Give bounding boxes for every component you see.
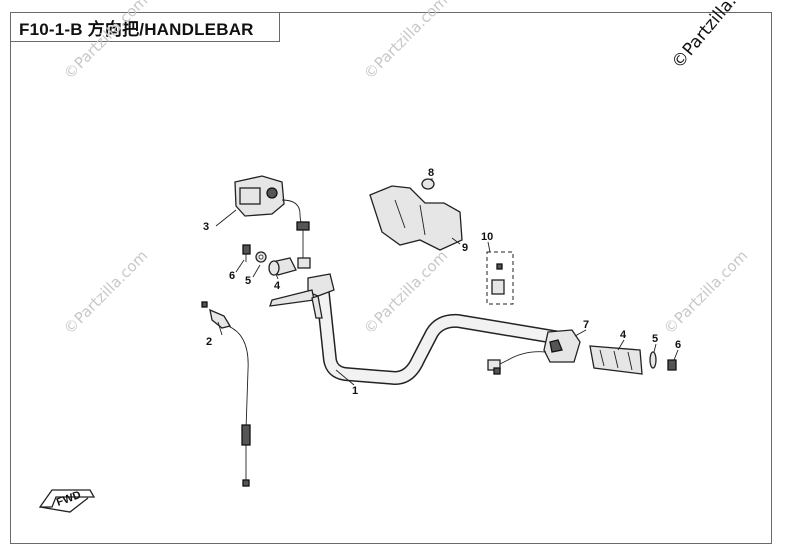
watermark-2: ©Partzilla.com — [360, 0, 451, 83]
watermarks: ©Partzilla.com ©Partzilla.com ©Partzilla… — [60, 0, 751, 338]
callout-5-right: 5 — [652, 333, 658, 345]
callout-2: 2 — [206, 336, 212, 348]
title-box: F10-1-B 方向把/HANDLEBAR — [10, 12, 280, 42]
handlebar-tube — [315, 278, 567, 385]
cover-nut — [421, 178, 435, 190]
diagram-frame — [10, 12, 772, 544]
callout-4-right: 4 — [620, 329, 627, 341]
right-fasteners — [649, 351, 677, 371]
page-title: F10-1-B 方向把/HANDLEBAR — [19, 19, 254, 39]
throttle-housing — [234, 175, 311, 269]
right-switch-housing — [487, 329, 581, 375]
callout-5-left: 5 — [245, 275, 251, 287]
handlebar-cover — [369, 185, 463, 251]
callout-3: 3 — [203, 221, 209, 233]
callout-9: 9 — [462, 242, 468, 254]
callout-7: 7 — [583, 319, 589, 331]
callout-6-left: 6 — [229, 270, 235, 282]
callout-leaders — [215, 178, 679, 386]
callout-6-right: 6 — [675, 339, 681, 351]
callout-1: 1 — [352, 385, 358, 397]
left-fasteners — [242, 244, 297, 276]
callout-10: 10 — [481, 231, 493, 243]
watermark-3: ©Partzilla.com — [60, 247, 151, 338]
watermark-5: ©Partzilla.com — [660, 247, 751, 338]
fastener-kit — [486, 251, 514, 305]
watermark-1: ©Partzilla.com — [60, 0, 151, 83]
callout-labels: 3 6 5 4 2 1 8 9 10 7 4 5 6 — [203, 167, 681, 397]
throttle-cable — [201, 301, 251, 487]
left-brake-lever — [269, 273, 335, 319]
fwd-arrow-icon: FWD — [38, 489, 96, 513]
right-grip — [589, 345, 643, 375]
callout-8: 8 — [428, 167, 434, 179]
callout-4-left: 4 — [274, 280, 281, 292]
